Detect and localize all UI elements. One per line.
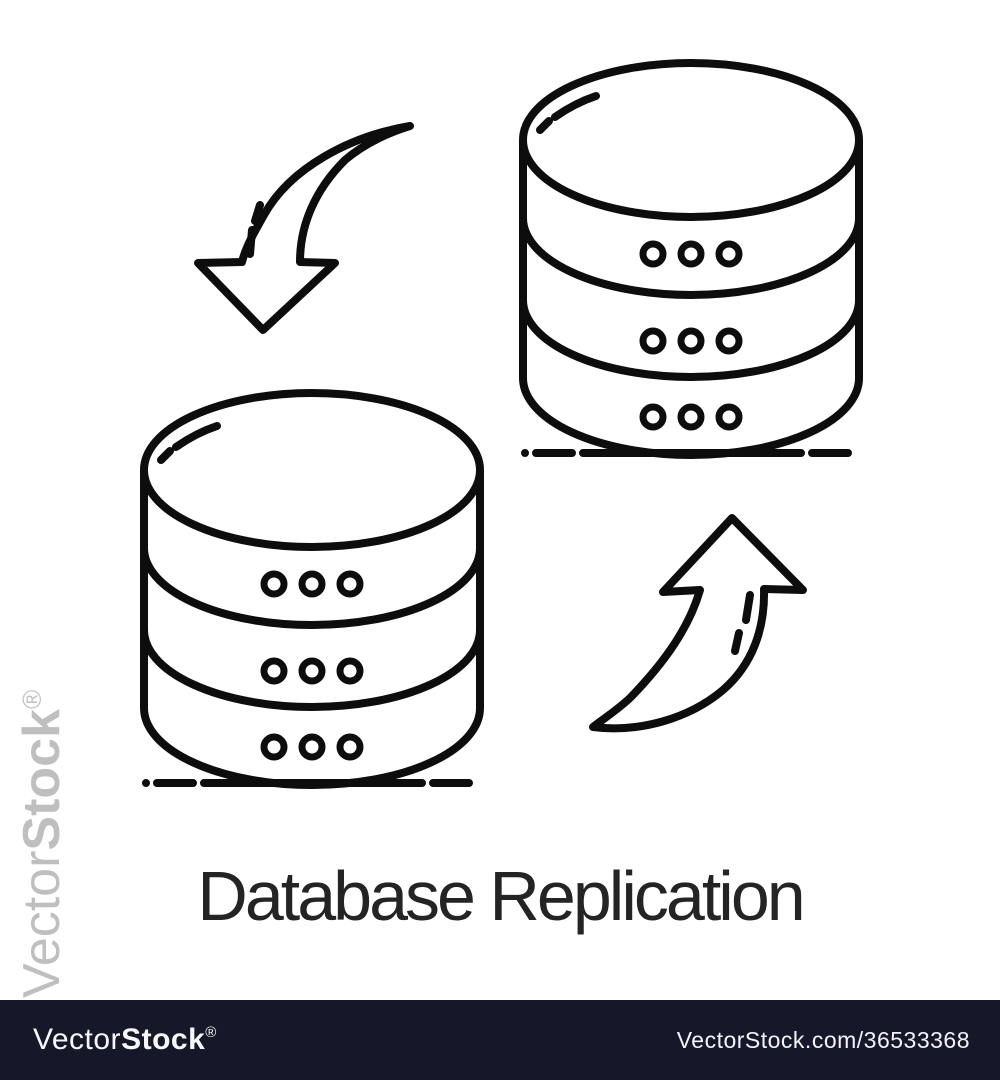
vectorstock-logo: VectorStock® [33,1023,217,1057]
vertical-watermark: VectorStock® [6,689,71,998]
illustration-title: Database Replication [197,857,805,935]
logo-bold-part: Stock [121,1023,206,1056]
curved-arrow-up-icon [589,514,807,733]
curved-arrow-down-icon [194,122,414,334]
vertical-watermark-light: Vector [13,850,71,998]
database-icon-replica [144,393,480,785]
database-icon-source [523,63,859,455]
vertical-watermark-bold: Stock [13,708,71,851]
registered-mark: ® [17,689,47,709]
watermark-url: VectorStock.com/36533368 [676,1026,970,1053]
watermark-bar: VectorStock® VectorStock.com/36533368 [0,1000,1000,1080]
logo-registered-mark: ® [205,1024,217,1041]
logo-light-part: Vector [33,1023,122,1056]
